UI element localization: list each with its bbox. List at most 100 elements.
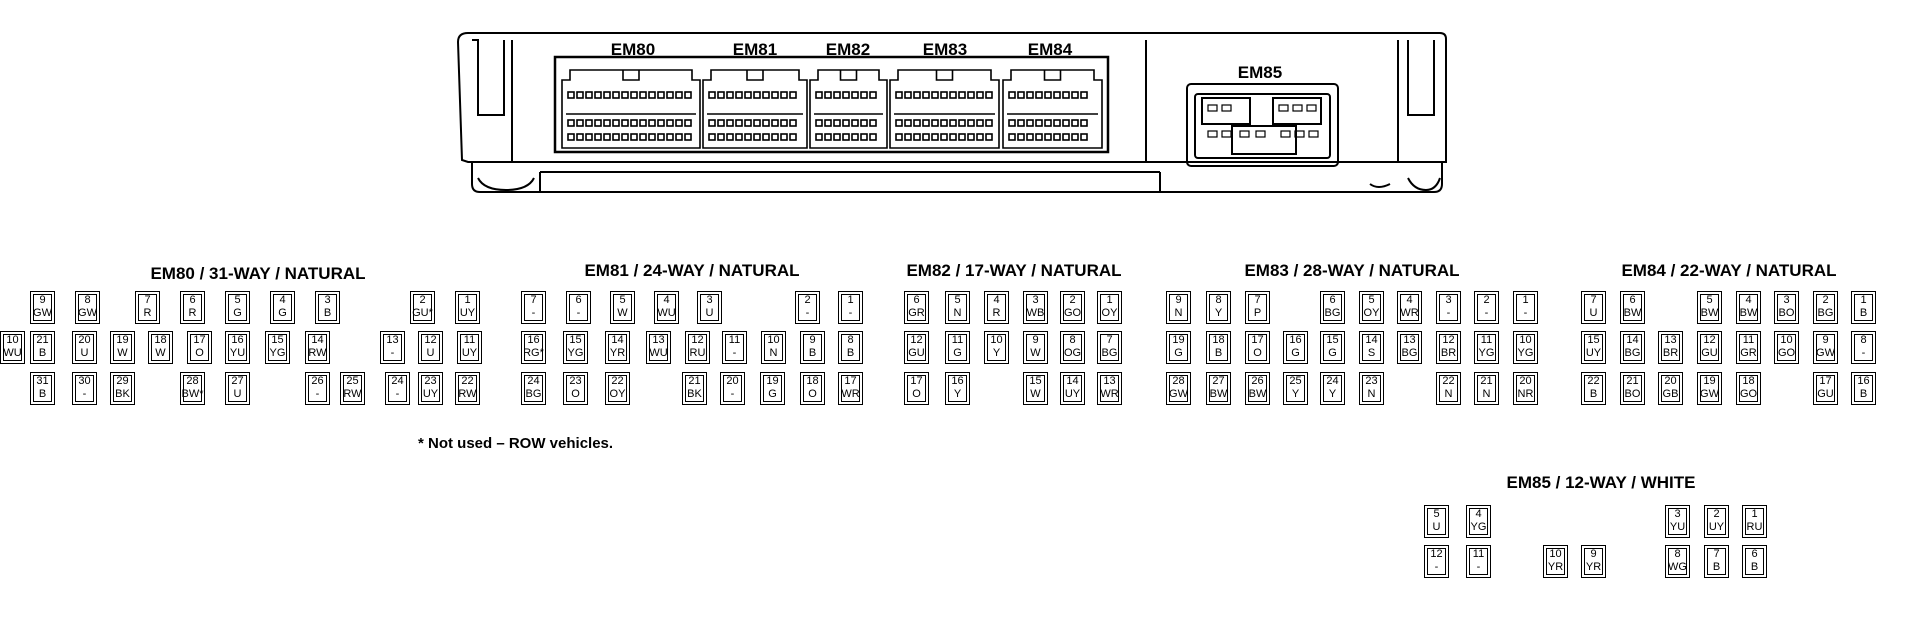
wire-color-code: W [617,307,628,319]
em80-pin-26: 26- [305,372,330,405]
wire-color-code: UY [461,347,478,359]
wire-color-code: BW [1739,307,1758,319]
wire-color-code: YU [1669,521,1686,533]
pin-number: 10 [1549,548,1562,560]
wire-color-code: B [846,347,855,359]
pin-number: 20 [1664,375,1677,387]
wire-color-code: B [1214,347,1223,359]
connector-title-em85: EM85 / 12-WAY / WHITE [1506,473,1696,492]
pin-number: 22 [1442,375,1455,387]
em81-pin-20: 20- [720,372,745,405]
wire-color-code: B [1750,561,1759,573]
pin-number: 8 [1215,294,1222,306]
pin-number: 13 [386,334,399,346]
pin-number: 2 [419,294,426,306]
wire-color-code: WR [841,388,860,400]
em81-pin-7: 7- [521,291,546,324]
connector-title-em80: EM80 / 31-WAY / NATURAL [150,264,366,283]
pin-number: 11 [728,334,741,346]
pin-number: 10 [990,334,1003,346]
em85-pin-12: 12- [1424,545,1449,578]
wire-color-code: BG [1101,347,1118,359]
wire-color-code: GU [1817,388,1834,400]
module-label-em81: EM81 [733,40,777,59]
pin-number: 10 [1780,334,1793,346]
wire-color-code: N [1482,388,1491,400]
pin-number: 13 [652,334,665,346]
wire-color-code: GU [1701,347,1718,359]
wire-color-code: N [1174,307,1183,319]
pin-number: 11 [951,334,964,346]
pin-number: 16 [1289,334,1302,346]
pin-number: 7 [530,294,537,306]
wire-color-code: U [80,347,89,359]
wire-color-code: GW [1169,388,1188,400]
pin-number: 6 [1629,294,1636,306]
pin-number: 1 [1522,294,1529,306]
wire-color-code: O [571,388,580,400]
em84-pin-8: 8- [1851,331,1876,364]
pin-number: 6 [1329,294,1336,306]
em81-pin-6: 6- [566,291,591,324]
wire-color-code: GO [1739,388,1758,400]
wire-color-code: OY [1363,307,1380,319]
wire-color-code: R [992,307,1001,319]
pin-number: 6 [189,294,196,306]
pin-number: 7 [1106,334,1113,346]
wire-color-code: GR [908,307,925,319]
wire-color-code: - [730,388,735,400]
wire-color-code: U [233,388,242,400]
connector-title-em83: EM83 / 28-WAY / NATURAL [1244,261,1460,280]
pin-number: 15 [569,334,582,346]
wire-color-code: O [912,388,921,400]
pin-number: 1 [1860,294,1867,306]
pin-number: 15 [1587,334,1600,346]
pin-number: 8 [847,334,854,346]
pin-number: 7 [1590,294,1597,306]
pin-number: 20 [1519,375,1532,387]
connector-block-em81 [702,69,808,149]
wire-color-code: YG [567,347,584,359]
pin-number: 1 [847,294,854,306]
wire-color-code: RU [689,347,706,359]
wire-color-code: G [768,388,777,400]
pin-number: 12 [1430,548,1443,560]
pin-number: 22 [461,375,474,387]
module-label-em82: EM82 [826,40,870,59]
wire-color-code: G [953,347,962,359]
